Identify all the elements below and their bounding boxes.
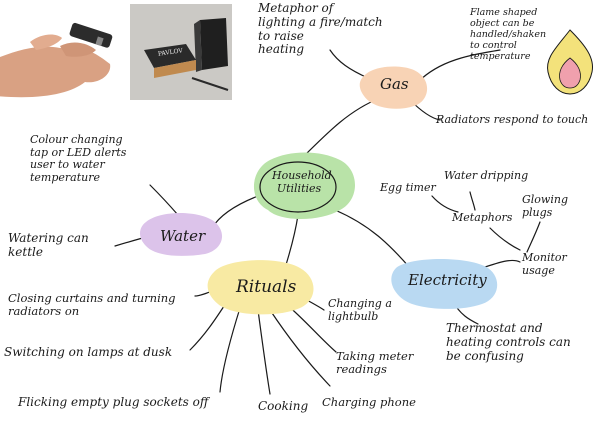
device-connector bbox=[95, 36, 104, 46]
water-node-label: Water bbox=[160, 227, 206, 245]
changing-bulb-note: Changing a lightbulb bbox=[328, 297, 392, 323]
glowing-plugs-note: Glowing plugs bbox=[522, 193, 568, 219]
line-metaphors-monitor bbox=[489, 227, 521, 251]
product-box-photo: PAVLOV bbox=[130, 4, 232, 100]
rituals-blob bbox=[207, 260, 314, 315]
line-eggtimer-metaphors bbox=[431, 195, 459, 213]
gas-radiators-note: Radiators respond to touch bbox=[436, 113, 589, 126]
egg-timer-note: Egg timer bbox=[380, 181, 436, 194]
line-center-water bbox=[211, 195, 259, 229]
line-water-tap bbox=[149, 184, 179, 216]
line-rituals-cooking bbox=[257, 309, 271, 395]
thermostat-note: Thermostat and heating controls can be c… bbox=[446, 321, 571, 363]
flicking-sockets-note: Flicking empty plug sockets off bbox=[18, 395, 209, 409]
line-center-electricity bbox=[334, 209, 411, 269]
center-blob bbox=[253, 152, 355, 219]
center-node-label: Household Utilities bbox=[272, 169, 332, 195]
hand-shape bbox=[0, 46, 111, 98]
metaphors-note: Metaphors bbox=[452, 211, 513, 224]
water-kettle-note: Watering can kettle bbox=[8, 231, 89, 259]
line-electricity-monitor bbox=[481, 259, 521, 269]
gas-blob bbox=[359, 66, 428, 109]
gas-node-label: Gas bbox=[380, 75, 409, 93]
line-gas-metaphor bbox=[329, 49, 369, 79]
center-outline bbox=[259, 161, 337, 213]
charging-phone-note: Charging phone bbox=[322, 395, 416, 409]
finger-shape-2 bbox=[60, 42, 96, 57]
line-plugs-monitor bbox=[526, 221, 541, 253]
tall-box-side bbox=[194, 20, 202, 72]
line-center-gas bbox=[299, 97, 381, 161]
line-dripping-metaphors bbox=[469, 191, 476, 211]
line-rituals-sockets bbox=[219, 307, 241, 393]
finger-shape bbox=[30, 34, 62, 50]
water-dripping-note: Water dripping bbox=[444, 169, 529, 182]
monitor-usage-note: Monitor usage bbox=[522, 251, 567, 277]
electricity-node-label: Electricity bbox=[408, 271, 487, 289]
gas-flame-note: Flame shaped object can be handled/shake… bbox=[470, 7, 547, 62]
water-tap-note: Colour changing tap or LED alerts user t… bbox=[30, 133, 127, 184]
hand-holding-device-photo bbox=[0, 4, 120, 100]
gas-metaphor-note: Metaphor of lighting a fire/match to rai… bbox=[258, 1, 383, 57]
hand-photo-drawing bbox=[0, 22, 113, 98]
rituals-node-label: Rituals bbox=[236, 277, 297, 297]
product-photo-drawing bbox=[130, 4, 232, 100]
closing-curtains-note: Closing curtains and turning radiators o… bbox=[8, 291, 176, 319]
line-gas-flame bbox=[417, 49, 501, 83]
flat-box-front bbox=[154, 60, 196, 78]
line-rituals-lamps bbox=[189, 299, 229, 351]
switching-lamps-note: Switching on lamps at dusk bbox=[4, 345, 173, 359]
taking-meter-note: Taking meter readings bbox=[336, 349, 414, 377]
match-stick bbox=[191, 77, 229, 91]
tall-box bbox=[200, 18, 228, 70]
flat-box bbox=[144, 44, 196, 68]
line-rituals-phone bbox=[269, 309, 331, 387]
flame-icon bbox=[547, 29, 594, 95]
line-center-rituals bbox=[284, 214, 299, 269]
cooking-note: Cooking bbox=[258, 399, 309, 413]
electricity-blob bbox=[391, 259, 498, 309]
water-blob bbox=[140, 213, 223, 256]
